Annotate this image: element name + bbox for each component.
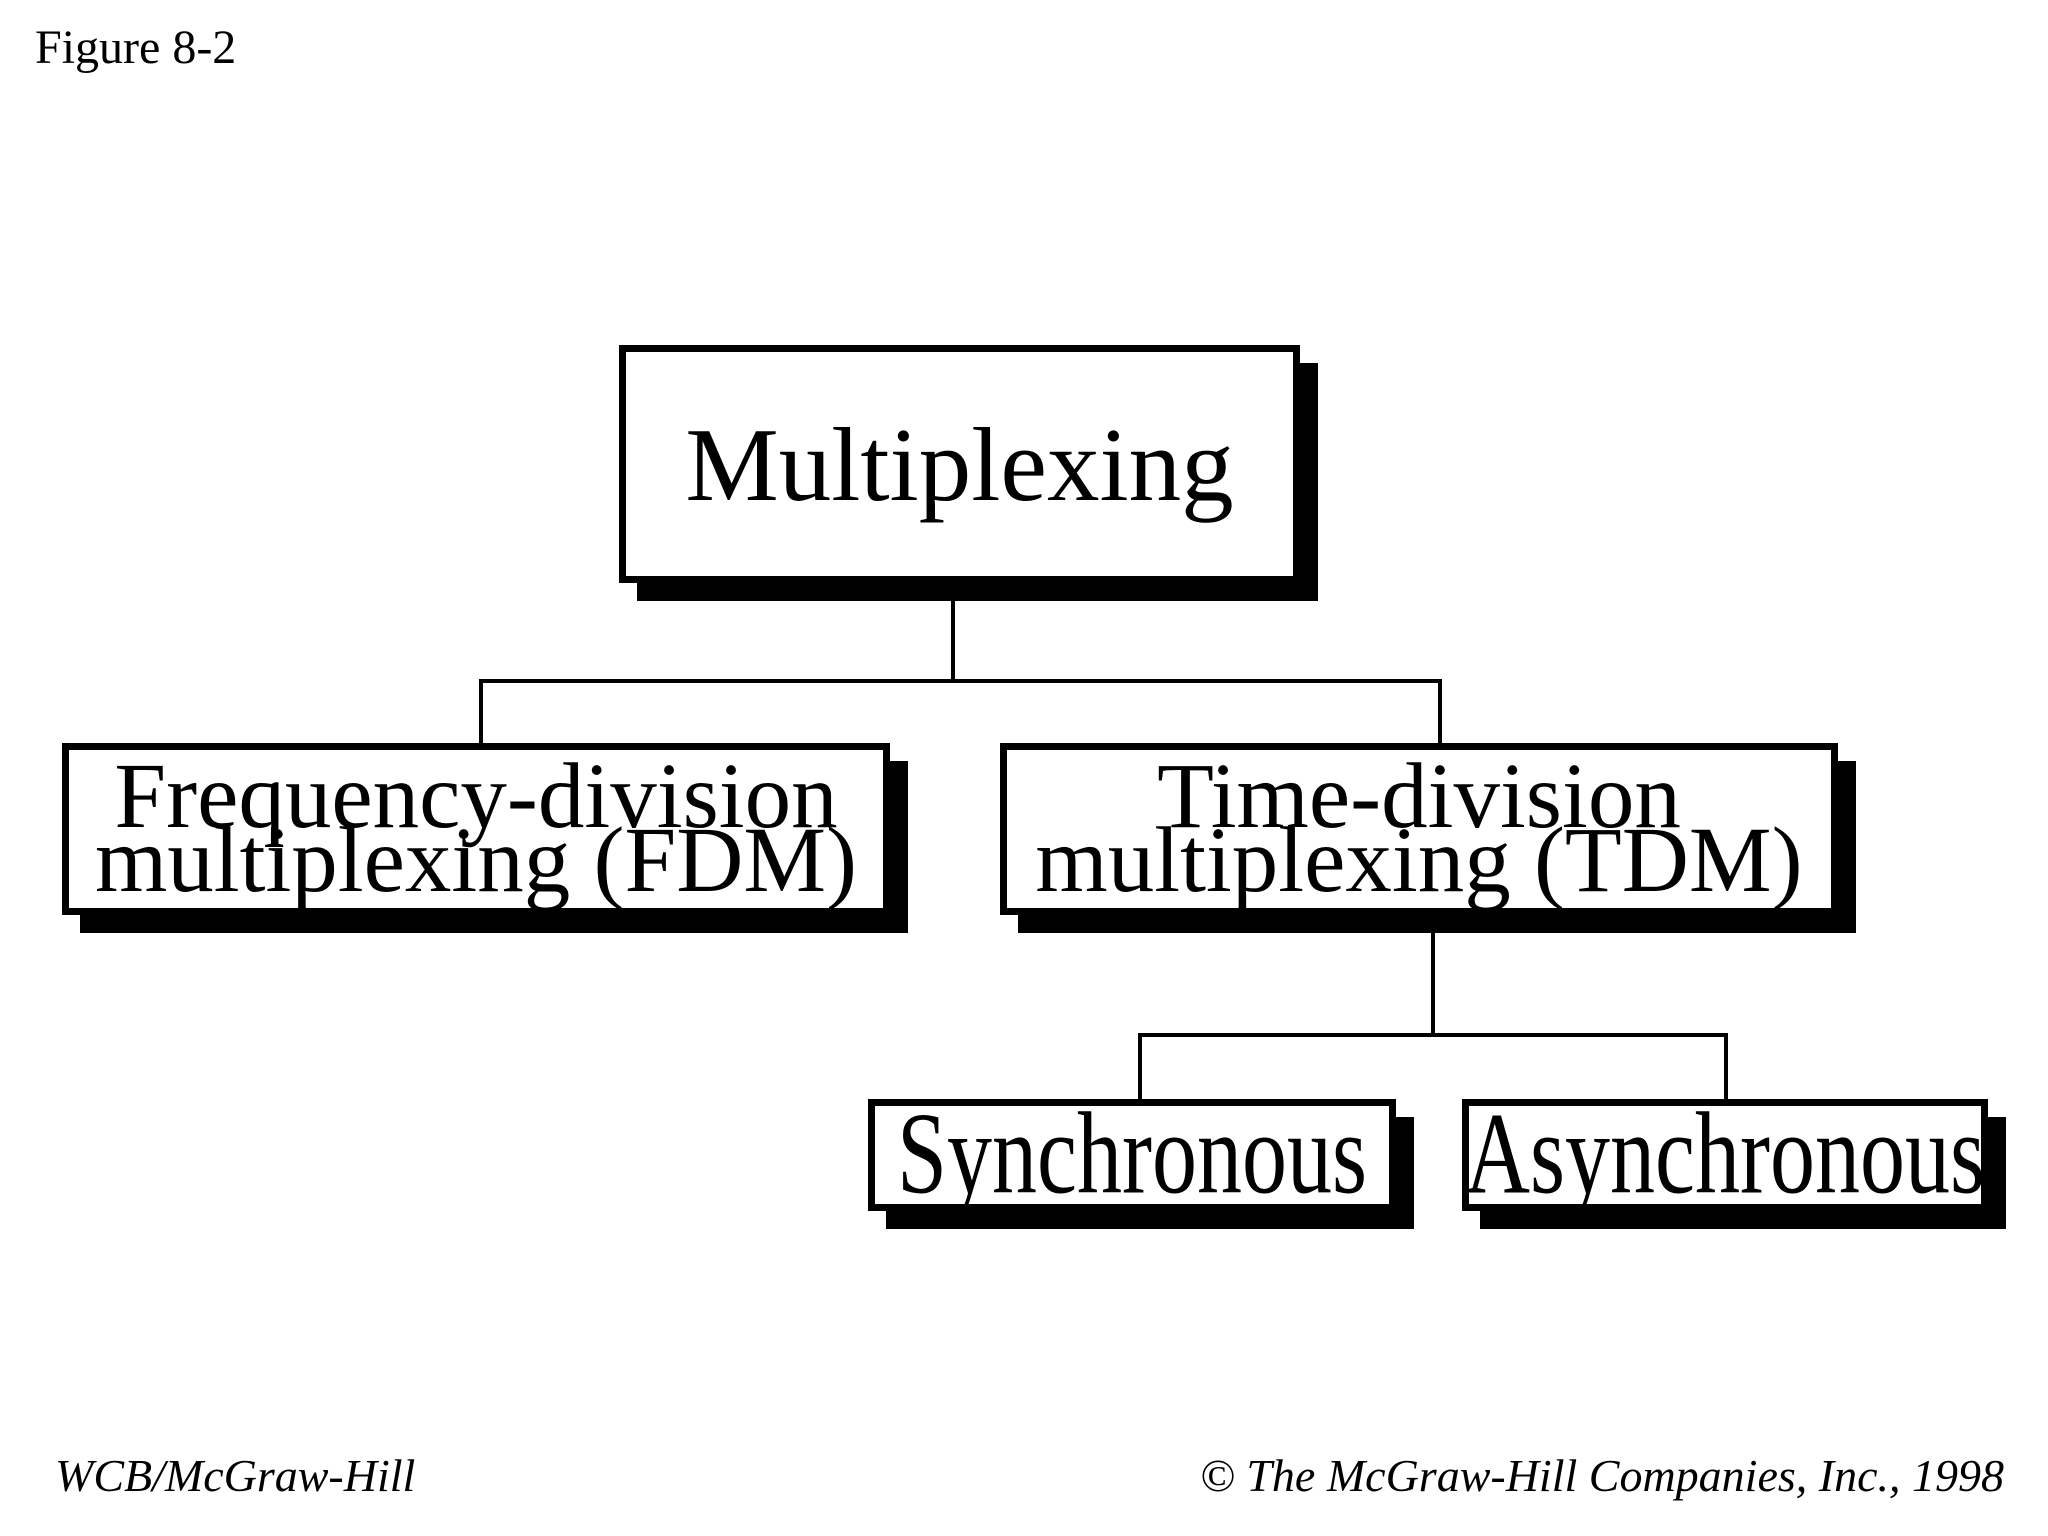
connector-level2-bar — [1138, 1033, 1728, 1037]
node-asynchronous-label: Asynchronous — [1465, 1090, 1985, 1219]
node-tdm: Time-division multiplexing (TDM) — [1000, 743, 1838, 915]
connector-level1-right-drop — [1438, 679, 1442, 745]
node-multiplexing: Multiplexing — [619, 345, 1300, 583]
connector-level2-left-drop — [1138, 1033, 1142, 1101]
connector-level1-left-drop — [479, 679, 483, 745]
node-multiplexing-label: Multiplexing — [685, 405, 1234, 523]
node-tdm-label: Time-division multiplexing (TDM) — [1035, 745, 1803, 912]
footer-copyright: © The McGraw-Hill Companies, Inc., 1998 — [1199, 1450, 2004, 1501]
node-synchronous-label: Synchronous — [897, 1090, 1367, 1219]
connector-tdm-stem — [1431, 914, 1435, 1037]
figure-label: Figure 8-2 — [35, 21, 237, 74]
connector-level2-right-drop — [1724, 1033, 1728, 1101]
node-fdm-label: Frequency-division multiplexing (FDM) — [94, 745, 858, 912]
node-asynchronous: Asynchronous — [1462, 1090, 1988, 1219]
connector-root-stem — [951, 582, 955, 683]
footer-publisher-credit: WCB/McGraw-Hill — [55, 1450, 416, 1501]
node-fdm: Frequency-division multiplexing (FDM) — [62, 743, 890, 915]
node-synchronous: Synchronous — [868, 1090, 1396, 1219]
connector-level1-bar — [479, 679, 1442, 683]
